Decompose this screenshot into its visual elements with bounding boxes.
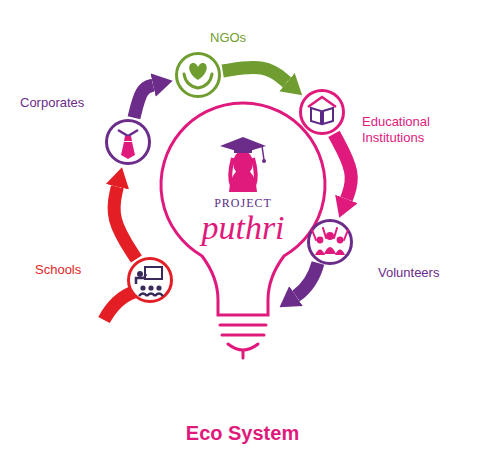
volunteer-icon [312, 228, 348, 255]
label-holder: Volunteers [378, 265, 468, 281]
icon-circle: Corporates [105, 119, 151, 165]
cycle-arrow [134, 85, 153, 118]
arrow-tail [296, 263, 318, 296]
node-label: Educational Institutions [362, 114, 462, 146]
label-holder: Corporates [20, 95, 115, 111]
node-label: NGOs [210, 30, 280, 46]
icon-circle: NGOs [175, 52, 221, 98]
cycle-arrow [334, 134, 351, 199]
diagram-title: Eco System [0, 422, 485, 445]
bulb-base [220, 325, 266, 358]
arrow-tail [104, 292, 134, 320]
cycle-arrow [114, 187, 136, 259]
node-label: Corporates [20, 95, 115, 111]
icon-circle: Schools [127, 257, 173, 303]
school-icon [136, 267, 163, 296]
label-holder: NGOs [210, 30, 280, 46]
node-label: Volunteers [378, 265, 468, 281]
node-label: Schools [35, 262, 115, 278]
cycle-arrow [223, 67, 287, 82]
graduate-icon [220, 137, 266, 192]
icon-circle: Educational Institutions [299, 89, 345, 135]
corporate-icon [118, 130, 138, 159]
education-icon [308, 97, 336, 124]
label-holder: Educational Institutions [362, 114, 462, 146]
label-holder: Schools [35, 262, 115, 278]
ngo-icon [184, 63, 212, 88]
brand-kicker: PROJECT [148, 196, 338, 210]
icon-circle: Volunteers [307, 219, 353, 265]
